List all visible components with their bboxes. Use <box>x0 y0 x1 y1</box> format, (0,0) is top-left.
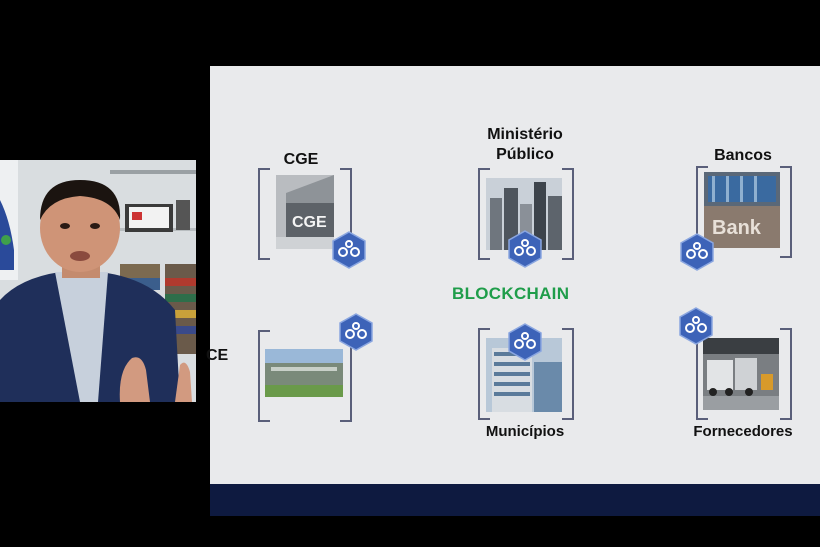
blockchain-link-icon <box>508 323 542 361</box>
blockchain-link-icon <box>339 313 373 351</box>
node-label-municipios: Municípios <box>485 423 565 440</box>
node-label-tce: CE <box>206 347 229 364</box>
cge-sign-text: CGE <box>292 214 327 231</box>
blockchain-link-icon <box>508 230 542 268</box>
bracket-left <box>258 330 270 422</box>
bank-sign-text: Bank <box>712 217 762 239</box>
bracket-right <box>780 328 792 420</box>
slide-footer-bar <box>210 484 820 516</box>
trucks-warehouse-photo <box>703 338 779 410</box>
blockchain-link-icon <box>332 231 366 269</box>
bank-building-photo: Bank <box>704 172 780 248</box>
node-label-ministerio-line1: Ministério <box>487 126 563 143</box>
cge-building-photo: CGE <box>276 175 334 249</box>
bracket-left <box>478 168 490 260</box>
node-label-cge: CGE <box>283 151 319 168</box>
blockchain-label: BLOCKCHAIN <box>452 284 570 303</box>
webcam-video-feed <box>0 160 196 402</box>
bracket-right <box>562 168 574 260</box>
blockchain-link-icon <box>680 233 714 271</box>
presentation-slide <box>210 66 820 484</box>
tce-building-photo <box>265 349 343 397</box>
node-label-bancos: Bancos <box>714 147 772 164</box>
presenter-video <box>0 160 196 402</box>
bracket-right <box>562 328 574 420</box>
bracket-left <box>478 328 490 420</box>
node-label-ministerio-line2: Público <box>496 146 554 163</box>
bracket-left <box>258 168 270 260</box>
bracket-right <box>780 166 792 258</box>
blockchain-link-icon <box>679 307 713 345</box>
node-label-fornecedores: Fornecedores <box>693 423 793 440</box>
